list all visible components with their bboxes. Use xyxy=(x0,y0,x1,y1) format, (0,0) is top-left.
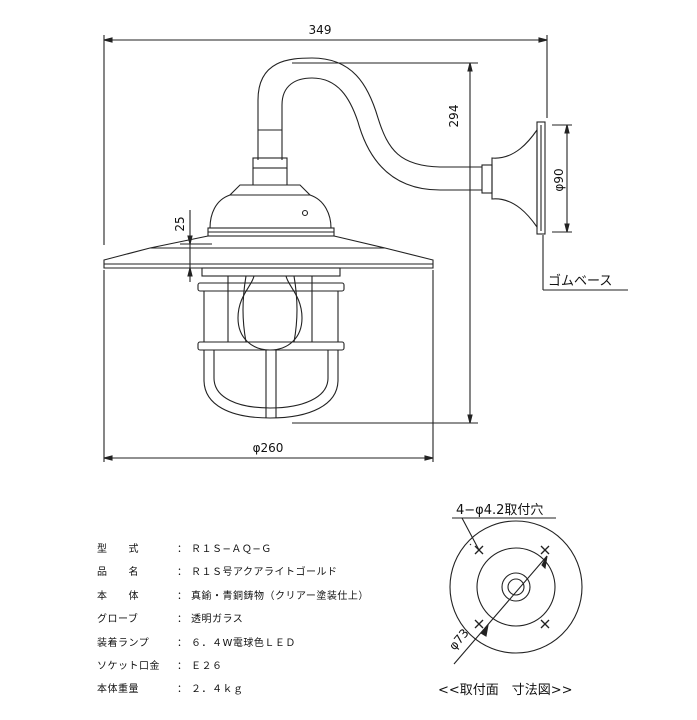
spec-row: 本体重量 ： ２．４ｋｇ xyxy=(97,678,369,701)
spec-row: 本 体 ： 真鍮・青銅鋳物（クリアー塗装仕上） xyxy=(97,585,369,608)
dimension-mount-holes: 4−φ4.2取付穴 xyxy=(456,503,543,518)
spec-row: グローブ ： 透明ガラス xyxy=(97,608,369,631)
spec-value: Ｒ１Ｓ号アクアライトゴールド xyxy=(191,567,338,579)
spec-separator: ： xyxy=(177,684,187,696)
spec-value: 透明ガラス xyxy=(191,614,244,626)
spec-value: 真鍮・青銅鋳物（クリアー塗装仕上） xyxy=(191,590,369,602)
spec-table: 型 式 ： Ｒ１Ｓ−ＡＱ−Ｇ 品 名 ： Ｒ１Ｓ号アクアライトゴールド 本 体 ： 真鍮・青… xyxy=(97,538,369,702)
dimension-base-diameter: φ90 xyxy=(552,168,566,191)
dimension-shade-diameter: φ260 xyxy=(253,441,284,455)
spec-row: 型 式 ： Ｒ１Ｓ−ＡＱ−Ｇ xyxy=(97,538,369,561)
spec-separator: ： xyxy=(177,590,187,602)
spec-value: Ｅ２６ xyxy=(191,661,223,673)
spec-separator: ： xyxy=(177,637,187,649)
dimension-total-height: 294 xyxy=(447,105,461,128)
spec-label: グローブ xyxy=(97,614,139,626)
dimension-total-width: 349 xyxy=(309,23,332,37)
spec-value: Ｒ１Ｓ−ＡＱ−Ｇ xyxy=(191,544,272,555)
spec-label: ソケット口金 xyxy=(97,661,160,673)
spec-separator: ： xyxy=(177,544,187,555)
spec-label: 本 体 xyxy=(97,590,139,602)
label-rubber-base: ゴムベース xyxy=(548,273,612,289)
spec-separator: ： xyxy=(177,661,187,673)
spec-row: 品 名 ： Ｒ１Ｓ号アクアライトゴールド xyxy=(97,561,369,584)
spec-label: 装着ランプ xyxy=(97,637,150,649)
mounting-face-caption: <<取付面 寸法図>> xyxy=(438,683,573,698)
dimension-top-offset: 25 xyxy=(173,216,187,231)
spec-value: ６．４W電球色ＬＥＤ xyxy=(191,637,296,649)
dimension-mount-diameter: φ73 xyxy=(446,626,472,653)
spec-separator: ： xyxy=(177,567,187,579)
spec-row: ソケット口金 ： Ｅ２６ xyxy=(97,655,369,678)
spec-separator: ： xyxy=(177,614,187,626)
spec-label: 型 式 xyxy=(97,544,139,555)
spec-label: 品 名 xyxy=(97,567,139,579)
spec-value: ２．４ｋｇ xyxy=(191,684,244,696)
spec-row: 装着ランプ ： ６．４W電球色ＬＥＤ xyxy=(97,632,369,655)
spec-label: 本体重量 xyxy=(97,684,139,696)
